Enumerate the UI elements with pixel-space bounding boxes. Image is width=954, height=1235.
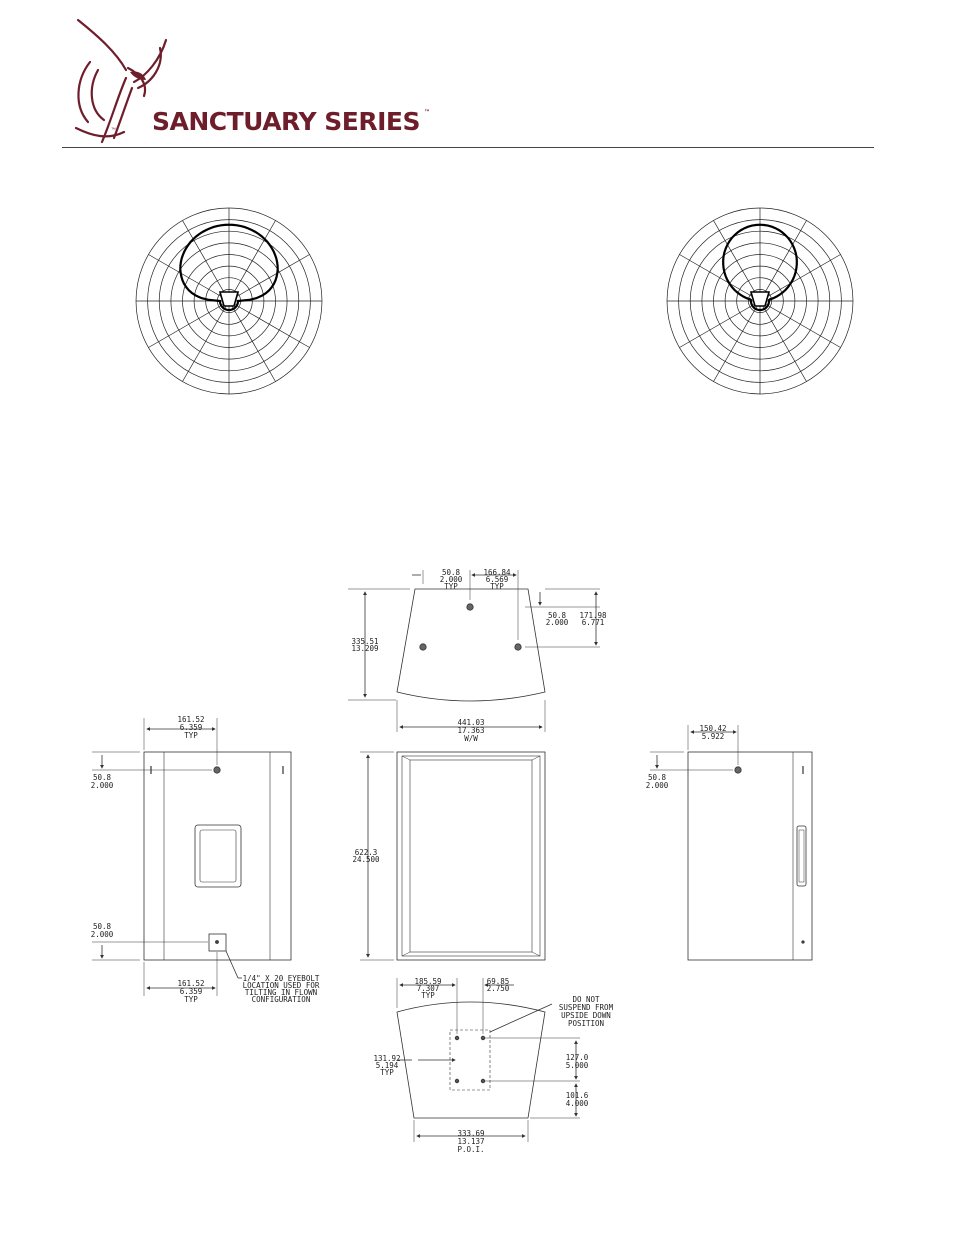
top-view-hole — [419, 643, 427, 651]
eyebolt-note-line: TILTING IN FLOWN — [245, 988, 317, 997]
polar-spoke — [148, 300, 230, 348]
polar-spoke — [713, 220, 761, 302]
dim-top-right-height-in: 6.771 — [582, 618, 605, 627]
top-view-outline — [396, 588, 546, 702]
dim-top-offset-in: 2.000 — [440, 575, 463, 584]
polar-spoke — [713, 300, 761, 382]
dim-left-bot-h-note: TYP — [184, 995, 198, 1004]
dim-bottom-a-mm: 185.59 — [414, 977, 441, 986]
dim-top-depth-mm: 335.51 — [351, 637, 378, 646]
speaker-glyph-icon — [749, 291, 771, 307]
dim-bottom-r2-mm: 101.6 — [566, 1091, 589, 1100]
polar-spoke — [228, 300, 276, 382]
dim-top-spacing-mm: 166.84 — [483, 568, 511, 577]
dim-bottom-left-note: TYP — [380, 1068, 394, 1077]
dim-top-right-offset-mm: 50.8 — [548, 611, 567, 620]
dim-bottom-r1-mm: 127.0 — [566, 1053, 589, 1062]
dim-left-top-v-mm: 50.8 — [93, 773, 112, 782]
dim-top-spacing-in: 6.569 — [486, 575, 509, 584]
dim-top-offset-note: TYP — [444, 582, 458, 591]
polar-spoke — [679, 254, 761, 302]
dim-bottom-b-mm: 69.85 — [487, 977, 510, 986]
dim-top-width-note: W/W — [464, 734, 478, 743]
polar-spoke — [228, 300, 310, 348]
right-view-hole — [734, 766, 742, 774]
eyebolt-note-line: LOCATION USED FOR — [243, 981, 320, 990]
polar-spoke — [759, 220, 807, 302]
dim-bottom-left-mm: 131.92 — [373, 1054, 400, 1063]
bottom-view-outline — [396, 1001, 546, 1119]
polar-spoke — [759, 300, 841, 348]
polar-spoke — [759, 300, 807, 382]
polar-spoke — [759, 254, 841, 302]
front-view-outline — [396, 751, 546, 961]
dim-bottom-a-note: TYP — [421, 991, 435, 1000]
dim-right-v-in: 2.000 — [646, 781, 669, 790]
dim-top-offset-mm: 50.8 — [442, 568, 461, 577]
dim-top-width-mm: 441.03 — [457, 718, 484, 727]
dim-bottom-left-in: 5.194 — [376, 1061, 399, 1070]
dim-left-top-h-mm: 161.52 — [177, 715, 204, 724]
vertical-response-curve — [722, 223, 798, 312]
horizontal-response-curve — [179, 223, 279, 312]
dim-right-h-mm: 150.42 — [699, 724, 726, 733]
dim-top-right-height-mm: 171.98 — [579, 611, 607, 620]
dim-left-bot-v-mm: 50.8 — [93, 922, 112, 931]
polar-spoke — [228, 220, 276, 302]
warning-line: DO NOT — [572, 995, 600, 1004]
left-view-outline — [143, 751, 292, 961]
dove-logo-icon — [74, 18, 168, 144]
polar-plot-horizontal — [135, 207, 323, 395]
eyebolt-note-line: CONFIGURATION — [252, 995, 311, 1004]
polar-spoke — [148, 254, 230, 302]
header-divider — [62, 147, 874, 148]
dim-left-top-h-note: TYP — [184, 731, 198, 740]
dim-left-top-v-in: 2.000 — [91, 781, 114, 790]
dim-bottom-b-in: 2.750 — [487, 984, 510, 993]
dim-left-top-h-in: 6.359 — [180, 723, 203, 732]
warning-line: SUSPEND FROM — [559, 1003, 614, 1012]
dim-top-depth-in: 13.209 — [351, 644, 378, 653]
dim-top-width-in: 17.363 — [457, 726, 484, 735]
dim-right-h-in: 5.922 — [702, 732, 725, 741]
dim-left-bot-v-in: 2.000 — [91, 930, 114, 939]
left-view-hole — [213, 766, 221, 774]
top-view-hole — [514, 643, 522, 651]
dim-front-height-in: 24.500 — [352, 855, 380, 864]
polar-spoke — [182, 220, 230, 302]
dim-bottom-width-note: P.O.I. — [457, 1145, 484, 1154]
warning-line: POSITION — [568, 1019, 604, 1028]
warning-line: UPSIDE DOWN — [561, 1011, 611, 1020]
dim-top-spacing-note: TYP — [490, 582, 504, 591]
right-view-outline — [687, 751, 813, 961]
dim-right-v-mm: 50.8 — [648, 773, 667, 782]
polar-plot-vertical — [666, 207, 854, 395]
dim-bottom-r1-in: 5.000 — [566, 1061, 589, 1070]
logo-trademark: ™ — [111, 127, 116, 133]
polar-spoke — [679, 300, 761, 348]
dim-left-bot-h-mm: 161.52 — [177, 979, 204, 988]
eyebolt-note-line: 1/4" X 20 EYEBOLT — [243, 974, 320, 983]
brand-name: SANCTUARY SERIES — [152, 107, 420, 136]
dim-bottom-a-in: 7.307 — [417, 984, 440, 993]
dim-front-height-mm: 622.3 — [355, 848, 378, 857]
polar-spoke — [228, 254, 310, 302]
dim-bottom-r2-in: 4.000 — [566, 1099, 589, 1108]
brand-trademark: ™ — [423, 109, 430, 116]
speaker-glyph-icon — [218, 291, 240, 307]
top-view-hole — [466, 603, 474, 611]
polar-spoke — [182, 300, 230, 382]
dim-top-right-offset-in: 2.000 — [546, 618, 569, 627]
dim-left-bot-h-in: 6.359 — [180, 987, 203, 996]
dim-bottom-width-mm: 333.69 — [457, 1129, 484, 1138]
dim-bottom-width-in: 13.137 — [457, 1137, 484, 1146]
